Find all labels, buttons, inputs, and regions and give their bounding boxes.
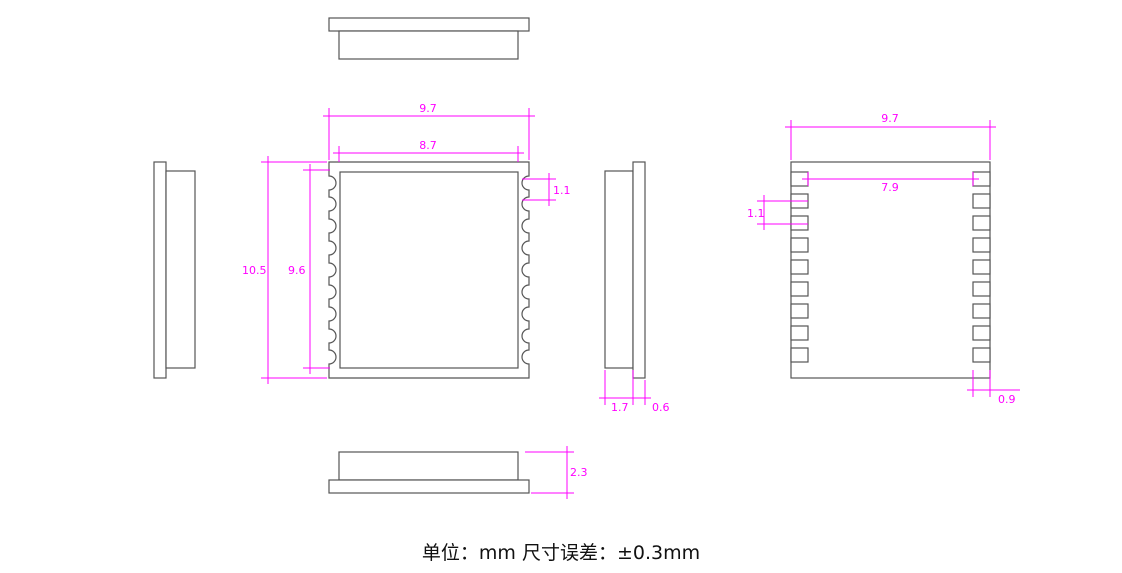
back-view-pad-right-2 xyxy=(972,193,991,209)
back-view-pad-left-7 xyxy=(790,303,809,319)
dimension-lines xyxy=(261,108,1020,499)
dim-height-inner: 9.6 xyxy=(288,264,306,277)
dim-pad-pitch-top: 1.1 xyxy=(553,184,571,197)
back-view-pad-right-8 xyxy=(972,325,991,341)
dim-side-flange: 0.6 xyxy=(652,401,670,414)
dim-top-width-outer: 9.7 xyxy=(419,102,437,115)
left-view-body xyxy=(165,170,196,369)
back-view-pad-right-9 xyxy=(972,347,991,363)
units-caption: 单位：mm 尺寸误差：±0.3mm xyxy=(421,542,701,564)
back-view xyxy=(790,161,991,379)
right-side-view xyxy=(604,161,646,379)
front-view xyxy=(328,161,530,379)
bottom-view-body xyxy=(338,451,519,481)
left-view-flange xyxy=(153,161,167,379)
back-view-pad-left-6 xyxy=(790,281,809,297)
dim-right-width-outer: 9.7 xyxy=(881,112,899,125)
dim-right-pad-pitch: 1.1 xyxy=(747,207,765,220)
back-view-pad-right-6 xyxy=(972,281,991,297)
right-view-body xyxy=(604,170,634,369)
dim-right-pad-depth: 0.9 xyxy=(998,393,1016,406)
bottom-side-view xyxy=(328,451,530,494)
back-view-pad-left-9 xyxy=(790,347,809,363)
back-view-outline xyxy=(790,161,991,379)
top-view-body xyxy=(338,30,519,60)
dim-bottom-height: 2.3 xyxy=(570,466,588,479)
dim-side-thickness: 1.7 xyxy=(611,401,629,414)
top-side-view xyxy=(328,17,530,60)
back-view-pad-left-8 xyxy=(790,325,809,341)
left-side-view xyxy=(153,161,196,379)
dim-height-outer: 10.5 xyxy=(242,264,267,277)
back-view-pad-right-5 xyxy=(972,259,991,275)
dim-right-width-inner: 7.9 xyxy=(881,181,899,194)
back-view-pad-left-5 xyxy=(790,259,809,275)
dim-top-width-inner: 8.7 xyxy=(419,139,437,152)
back-view-pad-right-4 xyxy=(972,237,991,253)
top-view-flange xyxy=(328,17,530,32)
right-view-flange xyxy=(632,161,646,379)
back-view-pad-right-3 xyxy=(972,215,991,231)
back-view-pad-left-3 xyxy=(790,215,809,231)
dimension-labels: 9.7 8.7 1.1 10.5 9.6 1.7 0.6 2.3 9.7 7.9… xyxy=(242,102,1016,479)
bottom-view-flange xyxy=(328,479,530,494)
front-view-inner xyxy=(339,171,519,369)
back-view-pad-right-7 xyxy=(972,303,991,319)
back-view-pad-left-4 xyxy=(790,237,809,253)
